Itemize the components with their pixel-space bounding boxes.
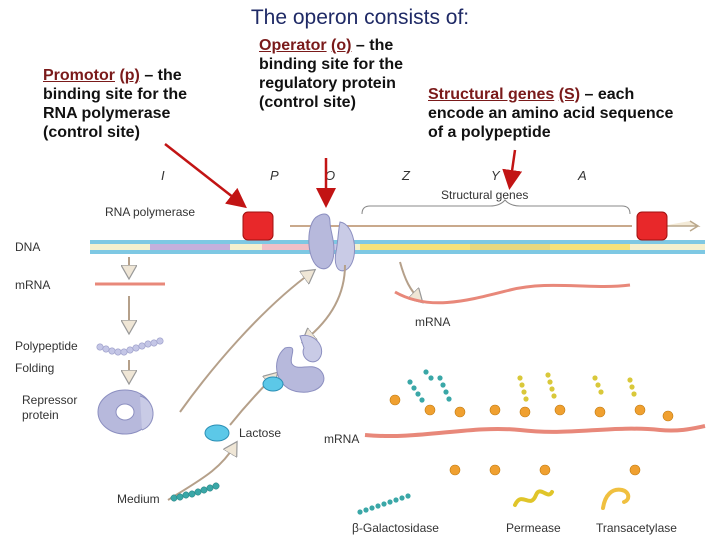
bound-lactose xyxy=(262,376,284,392)
structural-callout: Structural genes (S) – each encode an am… xyxy=(428,85,678,142)
inactive-repressor xyxy=(276,334,325,393)
medium-to-lactose-arrow xyxy=(167,445,235,501)
mrna-left-label: mRNA xyxy=(15,278,50,292)
transacetylase-label: Transacetylase xyxy=(596,521,677,535)
lactose-molecule xyxy=(204,424,230,442)
promoter-pointer-arrow xyxy=(164,143,247,209)
mrna-lower-strand xyxy=(364,424,706,439)
ribosome-chains xyxy=(389,369,674,476)
lactose-label: Lactose xyxy=(239,426,281,440)
gene-o-label: O xyxy=(325,168,335,183)
gene-a-label: A xyxy=(577,168,587,183)
promoter-term: Promotor xyxy=(43,67,115,84)
structural-genes-label: Structural genes xyxy=(441,188,528,202)
mrna-release-arrow xyxy=(399,261,420,300)
promoter-description: – the binding site for the RNA polymeras… xyxy=(43,67,187,141)
rna-polymerase-label: RNA polymerase xyxy=(105,205,195,219)
rna-polymerase-right xyxy=(636,211,668,241)
mrna-right-label: mRNA xyxy=(415,315,450,329)
gene-p-label: P xyxy=(270,168,279,183)
operator-description: – the binding site for the regulatory pr… xyxy=(259,37,403,111)
permease-product xyxy=(513,489,554,507)
galactosidase-product xyxy=(357,493,411,515)
structural-abbr: (S) xyxy=(558,86,581,103)
transacetylase-product xyxy=(601,487,631,510)
structural-genes-bracket xyxy=(361,199,631,215)
gene-i-label: I xyxy=(161,168,165,183)
galactosidase-label: β-Galactosidase xyxy=(352,521,439,535)
medium-label: Medium xyxy=(117,492,160,506)
mrna-upper-strand xyxy=(394,283,631,305)
promoter-abbr: (p) xyxy=(119,67,140,84)
operator-repressor xyxy=(308,213,356,272)
repressor-release-arrow xyxy=(305,264,346,340)
medium-chain xyxy=(170,482,220,502)
rna-polymerase-left xyxy=(242,211,274,241)
promoter-callout: Promotor (p) – the binding site for the … xyxy=(43,66,223,142)
gene-z-label: Z xyxy=(401,168,411,183)
slide-title: The operon consists of: xyxy=(250,6,470,29)
dna-label: DNA xyxy=(15,240,40,254)
permease-label: Permease xyxy=(506,521,561,535)
structural-term: Structural genes xyxy=(428,86,555,103)
structural-pointer-arrow xyxy=(502,149,523,190)
protein-label: protein xyxy=(22,408,59,422)
folding-label: Folding xyxy=(15,361,54,375)
mrna-bottom-label: mRNA xyxy=(324,432,359,446)
dna-strand xyxy=(90,240,705,254)
repressor-protein xyxy=(97,389,154,435)
operator-callout: Operator (o) – the binding site for the … xyxy=(259,36,409,112)
repressor-label: Repressor xyxy=(22,393,77,407)
repressor-binding-arrow xyxy=(179,272,312,413)
structural-description: – each encode an amino acid sequence of … xyxy=(428,86,674,141)
operator-term: Operator xyxy=(259,37,327,54)
polypeptide-chain xyxy=(96,337,164,356)
polypeptide-label: Polypeptide xyxy=(15,339,78,353)
operator-abbr: (o) xyxy=(331,37,352,54)
transcription-arrow xyxy=(662,220,701,232)
gene-y-label: Y xyxy=(491,168,501,183)
